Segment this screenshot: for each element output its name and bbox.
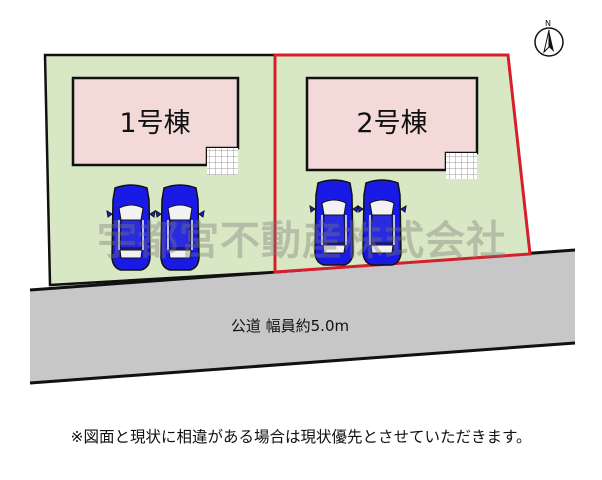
disclaimer-note: ※図面と現状に相違がある場合は現状優先とさせていただきます。 [70,428,532,446]
building-2-label: 2号棟 [356,108,427,139]
watermark: 宇都宮不動産株式会社 [97,218,507,264]
road [30,250,575,383]
building-1-tiled-porch [207,148,238,175]
building-2-tiled-porch [446,153,477,179]
building-1-label: 1号棟 [119,108,190,139]
road-label: 公道 幅員約5.0m [231,317,349,335]
compass-icon [534,27,564,57]
road-edge-bottom [29,341,576,385]
compass-north-label: N [545,19,551,28]
